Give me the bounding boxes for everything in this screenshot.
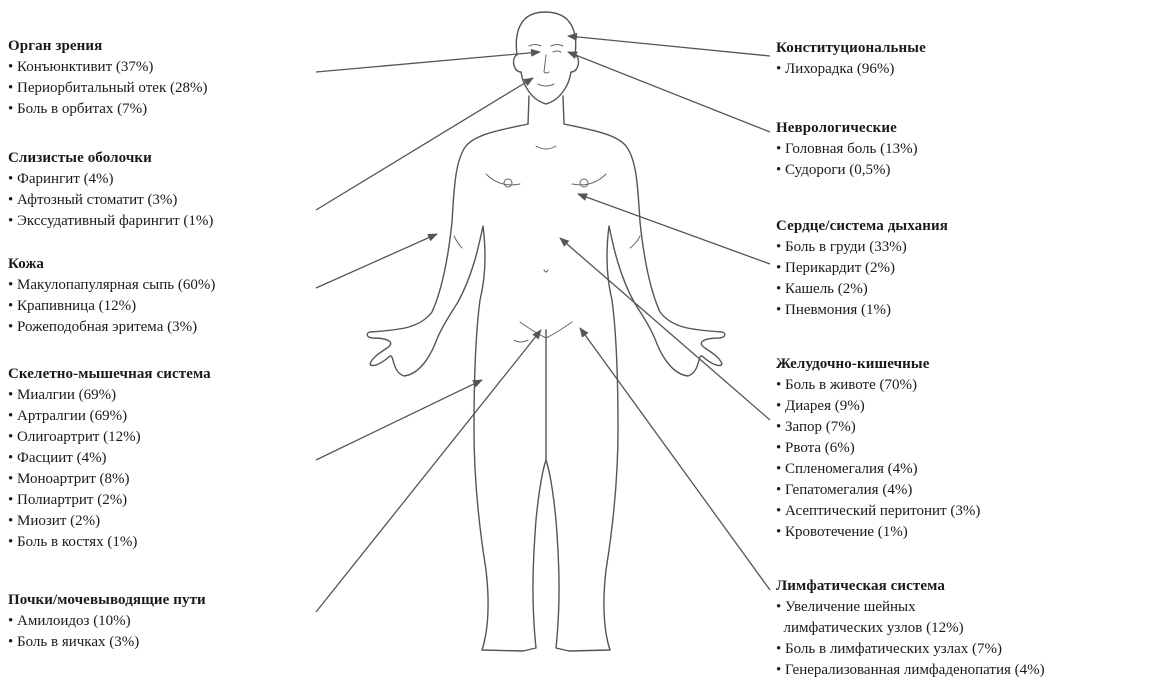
arrow-musculo: [316, 380, 482, 460]
list-item: Артралгии (69%): [8, 406, 211, 427]
list-item: Крапивница (12%): [8, 296, 215, 317]
list-item: Пневмония (1%): [776, 300, 948, 321]
list-item: Афтозный стоматит (3%): [8, 190, 213, 211]
group-title: Желудочно-кишечные: [776, 354, 980, 375]
skin-group: Кожа Макулопапулярная сыпь (60%) Крапивн…: [8, 254, 215, 338]
arrow-skin: [316, 234, 437, 288]
list-item: Перикардит (2%): [776, 258, 948, 279]
arrow-constitutional: [568, 36, 770, 56]
list-item: Полиартрит (2%): [8, 490, 211, 511]
list-item: Боль в груди (33%): [776, 237, 948, 258]
arrow-eye: [316, 52, 540, 72]
list-item: Периорбитальный отек (28%): [8, 78, 207, 99]
list-item: Миозит (2%): [8, 511, 211, 532]
group-title: Слизистые оболочки: [8, 148, 213, 169]
mucosa-group: Слизистые оболочки Фарингит (4%) Афтозны…: [8, 148, 213, 232]
list-item: Увеличение шейных: [776, 597, 1045, 618]
group-title: Кожа: [8, 254, 215, 275]
list-item: Запор (7%): [776, 417, 980, 438]
lymph-group: Лимфатическая система Увеличение шейных …: [776, 576, 1045, 681]
group-title: Конституциональные: [776, 38, 926, 59]
list-item: Рвота (6%): [776, 438, 980, 459]
eye-group: Орган зрения Конъюнктивит (37%) Периорби…: [8, 36, 207, 120]
list-item: Головная боль (13%): [776, 139, 918, 160]
list-item: Боль в лимфатических узлах (7%): [776, 639, 1045, 660]
list-item: Кашель (2%): [776, 279, 948, 300]
list-item: Боль в животе (70%): [776, 375, 980, 396]
list-item: Лихорадка (96%): [776, 59, 926, 80]
list-item: Фарингит (4%): [8, 169, 213, 190]
group-title: Неврологические: [776, 118, 918, 139]
list-item: Генерализованная лимфаденопатия (4%): [776, 660, 1045, 681]
human-outline: [367, 12, 725, 651]
list-item: Кровотечение (1%): [776, 522, 980, 543]
musculo-group: Скелетно-мышечная система Миалгии (69%) …: [8, 364, 211, 553]
gi-group: Желудочно-кишечные Боль в животе (70%) Д…: [776, 354, 980, 543]
kidney-group: Почки/мочевыводящие пути Амилоидоз (10%)…: [8, 590, 206, 653]
list-item: Судороги (0,5%): [776, 160, 918, 181]
group-title: Скелетно-мышечная система: [8, 364, 211, 385]
arrow-gi: [560, 238, 770, 420]
list-item: Конъюнктивит (37%): [8, 57, 207, 78]
arrows: [316, 36, 770, 612]
list-item: Макулопапулярная сыпь (60%): [8, 275, 215, 296]
cardio-group: Сердце/система дыхания Боль в груди (33%…: [776, 216, 948, 321]
constitutional-group: Конституциональные Лихорадка (96%): [776, 38, 926, 80]
list-item: Асептический перитонит (3%): [776, 501, 980, 522]
list-item: Гепатомегалия (4%): [776, 480, 980, 501]
list-item: Диарея (9%): [776, 396, 980, 417]
group-title: Лимфатическая система: [776, 576, 1045, 597]
arrow-mucosa: [316, 78, 533, 210]
list-item: Моноартрит (8%): [8, 469, 211, 490]
group-title: Орган зрения: [8, 36, 207, 57]
group-title: Почки/мочевыводящие пути: [8, 590, 206, 611]
list-item: Экссудативный фарингит (1%): [8, 211, 213, 232]
list-item: Рожеподобная эритема (3%): [8, 317, 215, 338]
list-item-continuation: лимфатических узлов (12%): [776, 618, 1045, 639]
list-item: Фасциит (4%): [8, 448, 211, 469]
list-item: Боль в костях (1%): [8, 532, 211, 553]
list-item: Олигоартрит (12%): [8, 427, 211, 448]
list-item: Спленомегалия (4%): [776, 459, 980, 480]
neuro-group: Неврологические Головная боль (13%) Судо…: [776, 118, 918, 181]
list-item: Боль в яичках (3%): [8, 632, 206, 653]
group-title: Сердце/система дыхания: [776, 216, 948, 237]
list-item: Боль в орбитах (7%): [8, 99, 207, 120]
arrow-neuro: [568, 52, 770, 132]
arrow-kidney: [316, 330, 541, 612]
list-item: Миалгии (69%): [8, 385, 211, 406]
list-item: Амилоидоз (10%): [8, 611, 206, 632]
